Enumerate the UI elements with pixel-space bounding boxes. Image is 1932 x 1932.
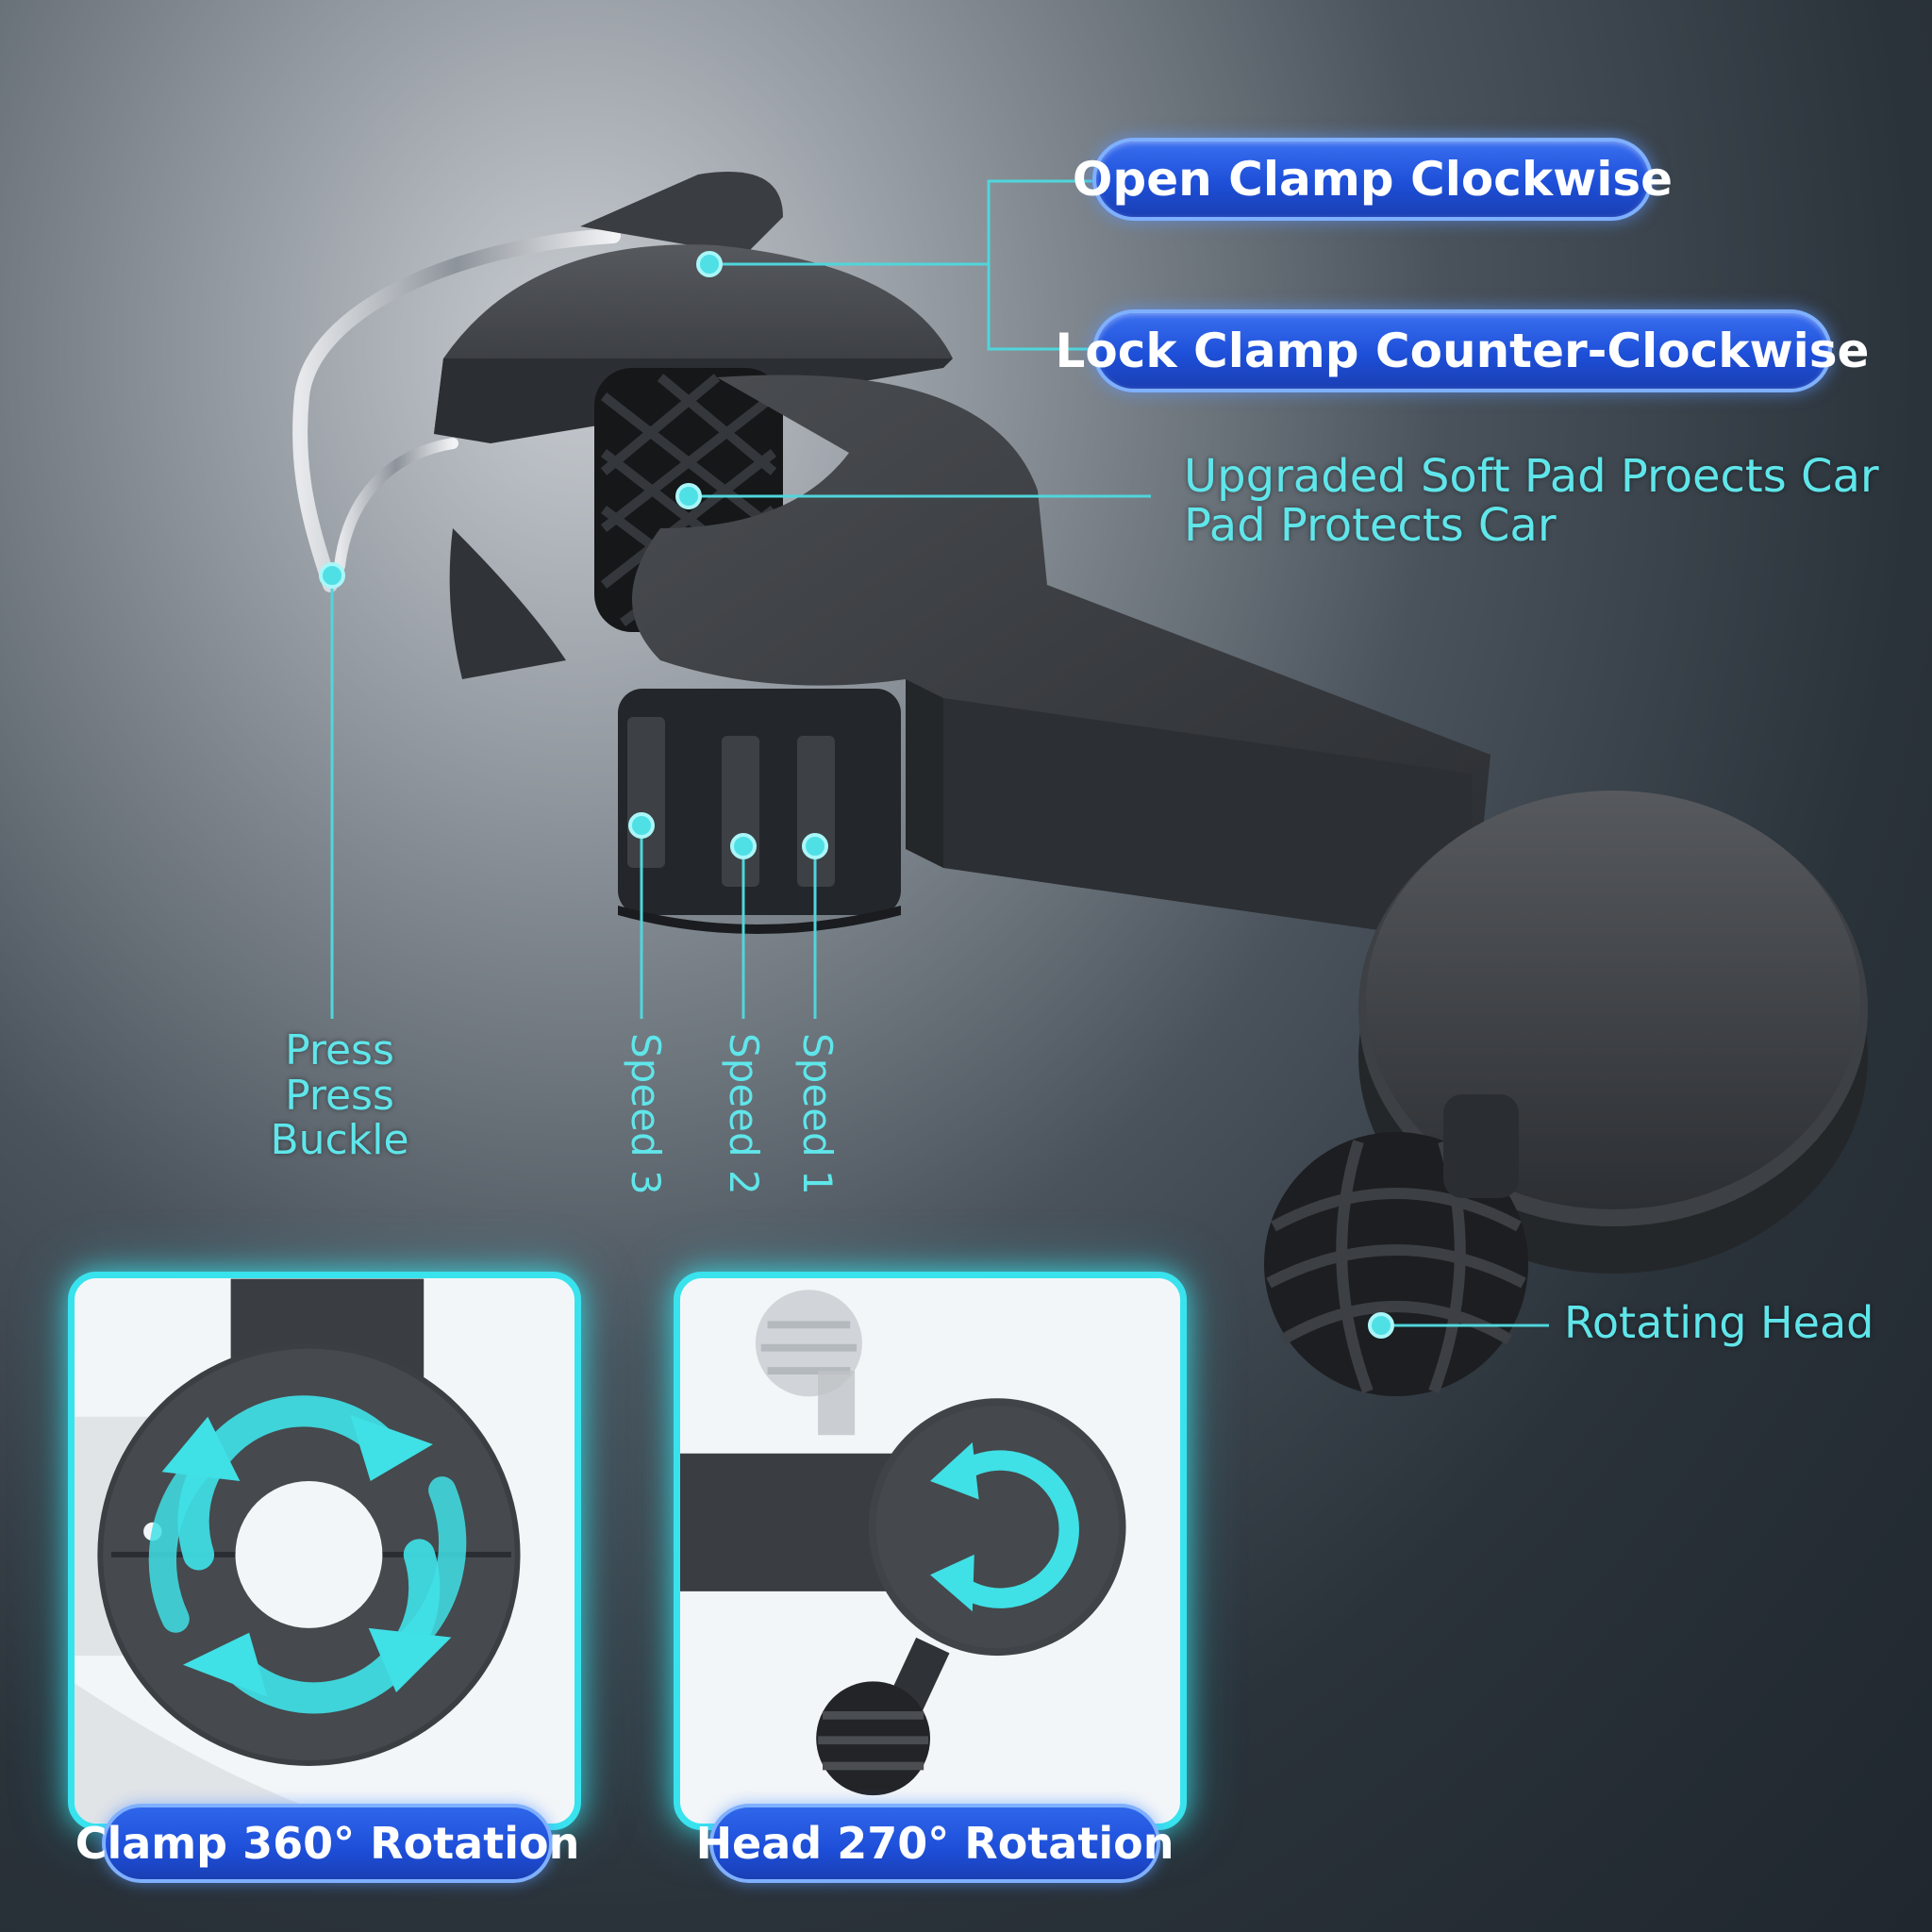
press-line-2: Press bbox=[285, 1071, 394, 1120]
rotating-head-callout: Rotating Head bbox=[1564, 1297, 1874, 1348]
soft-pad-line-2: Pad Protects Car bbox=[1184, 498, 1557, 552]
head-rotation-illustration bbox=[680, 1290, 1126, 1796]
open-clamp-callout: Open Clamp Clockwise bbox=[1073, 138, 1673, 221]
press-line-1: Press bbox=[285, 1026, 394, 1074]
clamp-rotation-panel bbox=[68, 1272, 581, 1830]
lock-clamp-callout: Lock Clamp Counter-Clockwise bbox=[1056, 309, 1869, 392]
press-buckle-callout: Press Press Buckle bbox=[264, 1028, 415, 1163]
speed-1-label: Speed 1 bbox=[794, 1033, 841, 1195]
soft-pad-line-1: Upgraded Soft Pad Proects Car bbox=[1184, 450, 1879, 503]
speed-2-label: Speed 2 bbox=[721, 1033, 767, 1195]
press-line-3: Buckle bbox=[270, 1116, 409, 1165]
speed-3-label: Speed 3 bbox=[623, 1033, 669, 1195]
clamp-rotation-illustration bbox=[75, 1278, 521, 1824]
head-rotation-caption: Head 270° Rotation bbox=[696, 1804, 1174, 1883]
head-rotation-panel bbox=[674, 1272, 1187, 1830]
clamp-rotation-caption: Clamp 360° Rotation bbox=[75, 1804, 579, 1883]
soft-pad-callout: Upgraded Soft Pad Proects Car Pad Protec… bbox=[1184, 450, 1879, 552]
